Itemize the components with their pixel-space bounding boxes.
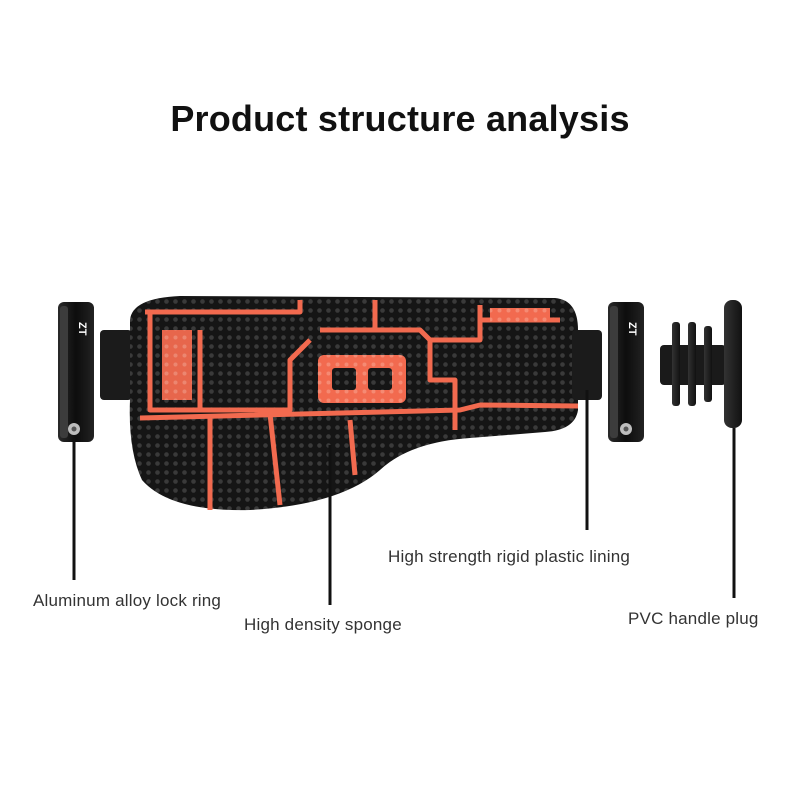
lining-label: High strength rigid plastic lining (388, 547, 631, 566)
right-lining-stub (572, 330, 602, 400)
page-title: Product structure analysis (170, 98, 630, 139)
right-ring-brand: ZT (626, 322, 638, 336)
plug-label: PVC handle plug (628, 609, 759, 628)
lock-ring-label: Aluminum alloy lock ring (33, 591, 222, 610)
left-ring-brand: ZT (76, 322, 88, 336)
left-lock-ring: ZT (58, 302, 94, 442)
left-lining-stub (100, 330, 132, 400)
grip-sponge-body (129, 296, 579, 511)
sponge-label: High density sponge (244, 615, 402, 634)
right-lock-ring: ZT (608, 302, 644, 442)
pvc-handle-plug (660, 300, 742, 428)
